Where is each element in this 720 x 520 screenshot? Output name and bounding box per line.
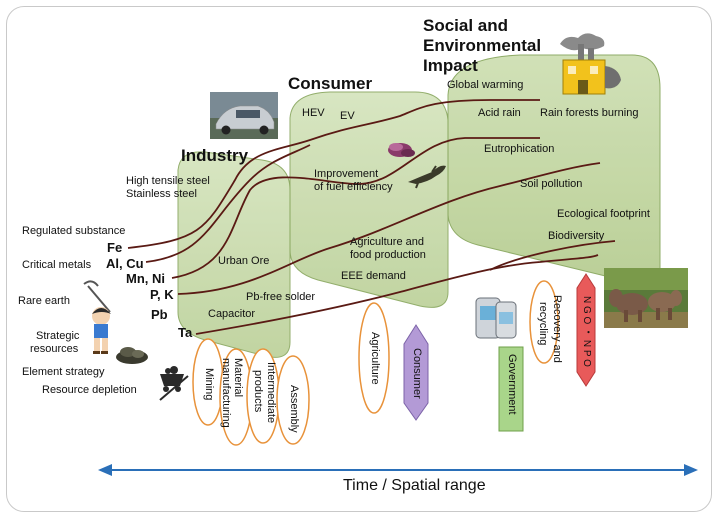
flow-curves	[127, 99, 616, 335]
label-eee-demand: EEE demand	[341, 270, 406, 282]
label-eutrophication: Eutrophication	[484, 143, 555, 155]
label-hev: HEV	[302, 107, 325, 119]
consumer-box	[403, 324, 429, 421]
actor-recovery-2: recycling	[537, 302, 549, 346]
curve-mnni	[171, 137, 540, 279]
label-high-tensile-steel: High tensile steel	[126, 175, 210, 187]
element-ta: Ta	[178, 325, 193, 340]
impact-panel	[447, 54, 661, 285]
recovery-oval	[529, 280, 559, 364]
label-fuel-2: of fuel efficiency	[314, 181, 393, 193]
element-al-cu: Al, Cu	[106, 256, 144, 271]
actor-agriculture: Agriculture	[369, 332, 381, 385]
element-pb: Pb	[151, 307, 168, 322]
label-rain-forests: Rain forests burning	[540, 107, 639, 119]
impact-title-line1: Social and	[423, 16, 509, 35]
government-box	[498, 346, 524, 432]
actor-intermediate-1: Intermediate	[265, 362, 277, 424]
label-capacitor: Capacitor	[208, 308, 256, 320]
curve-bio	[489, 240, 616, 271]
curve-alcu	[145, 144, 311, 263]
label-rare-earth: Rare earth	[18, 295, 70, 307]
lizard-icon	[408, 165, 446, 189]
diagram-frame	[6, 6, 712, 512]
label-acid-rain: Acid rain	[478, 107, 521, 119]
label-pb-free-solder: Pb-free solder	[246, 291, 316, 303]
label-resource-depletion: Resource depletion	[42, 384, 137, 396]
ore-pile-icon	[116, 347, 148, 364]
element-fe: Fe	[107, 240, 123, 255]
label-stainless-steel: Stainless steel	[126, 188, 197, 200]
actor-ngo: N G O ・ N P O	[581, 296, 592, 367]
time-axis	[98, 464, 698, 476]
actor-material-1: Material	[232, 358, 244, 398]
label-fuel-1: Improvement	[314, 168, 379, 180]
industry-panel	[177, 151, 291, 358]
label-agri-2: food production	[350, 249, 426, 261]
label-global-warming: Global warming	[447, 79, 524, 91]
label-strategic-2: resources	[30, 343, 79, 355]
label-ecological-footprint: Ecological footprint	[557, 208, 650, 220]
label-agri-1: Agriculture and	[350, 236, 424, 248]
miner-illustration	[83, 280, 111, 354]
curve-ta	[195, 254, 599, 335]
impact-title-line2: Environmental	[423, 36, 542, 55]
mine-cart-icon	[159, 366, 189, 401]
assembly-oval	[276, 355, 310, 445]
curve-fe	[127, 99, 540, 249]
element-mn-ni: Mn, Ni	[126, 271, 165, 286]
ngo-box	[576, 273, 596, 387]
label-element-strategy: Element strategy	[22, 366, 105, 378]
element-p-k: P, K	[150, 287, 174, 302]
label-soil-pollution: Soil pollution	[520, 178, 583, 190]
label-urban-ore: Urban Ore	[218, 255, 270, 267]
impact-title-line3: Impact	[423, 56, 478, 75]
elephant-photo	[604, 268, 688, 328]
curve-pk	[177, 162, 601, 295]
label-critical-metals: Critical metals	[22, 259, 92, 271]
label-ev: EV	[340, 110, 355, 122]
label-strategic-1: Strategic	[36, 330, 80, 342]
actor-mining: Mining	[203, 368, 215, 401]
car-photo	[210, 92, 278, 139]
industry-title: Industry	[181, 146, 249, 165]
actor-recovery-1: Recovery and	[551, 295, 563, 363]
factory-icon	[560, 33, 621, 95]
actor-assembly: Assembly	[288, 385, 300, 433]
actor-government: Government	[506, 354, 518, 415]
bamboo-icon	[388, 143, 415, 157]
consumer-title: Consumer	[288, 74, 373, 93]
actor-consumer: Consumer	[411, 348, 423, 399]
actor-intermediate-2: products	[252, 370, 264, 413]
label-regulated-substance: Regulated substance	[22, 225, 126, 237]
axis-label: Time / Spatial range	[343, 477, 486, 494]
agriculture-oval	[358, 302, 390, 414]
actor-material-2: manufacturing	[220, 358, 232, 428]
mobile-phone-icon	[475, 297, 517, 339]
label-biodiversity: Biodiversity	[548, 230, 605, 242]
